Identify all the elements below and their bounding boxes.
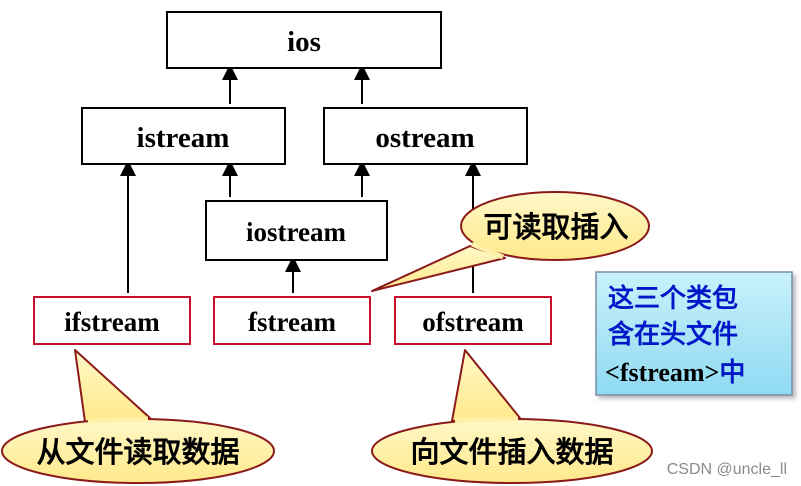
box-iostream-label: iostream [246,217,346,247]
box-istream-label: istream [137,122,230,154]
box-ostream: ostream [323,107,528,165]
box-ofstream-label: ofstream [422,307,524,337]
box-iostream: iostream [205,200,388,261]
box-ios: ios [166,11,442,69]
note-line-3-code: <fstream> [605,358,719,387]
box-fstream-label: fstream [248,307,336,337]
callout-read-insert-text: 可读取插入 [483,210,628,244]
box-ofstream: ofstream [394,296,552,345]
note-line-3: <fstream>中 [605,358,745,388]
callout-insert-into-file-text: 向文件插入数据 [410,435,613,469]
note-line-3-suffix: 中 [719,358,745,388]
callout-read-insert: 可读取插入 [371,191,650,292]
callout-insert-into-file: 向文件插入数据 [371,349,653,484]
callout-read-from-file: 从文件读取数据 [1,349,275,484]
box-ifstream: ifstream [33,296,191,345]
note-line-1: 这三个类包 [608,283,738,314]
note-line-2: 含在头文件 [608,319,738,350]
box-ifstream-label: ifstream [64,307,160,337]
box-fstream: fstream [213,296,371,345]
note-box: 这三个类包 含在头文件 <fstream>中 [595,271,793,396]
box-istream: istream [81,107,286,165]
box-ios-label: ios [287,26,321,58]
csdn-watermark: CSDN @uncle_ll [667,461,787,478]
box-ostream-label: ostream [375,122,474,154]
callout-read-from-file-text: 从文件读取数据 [36,435,239,469]
